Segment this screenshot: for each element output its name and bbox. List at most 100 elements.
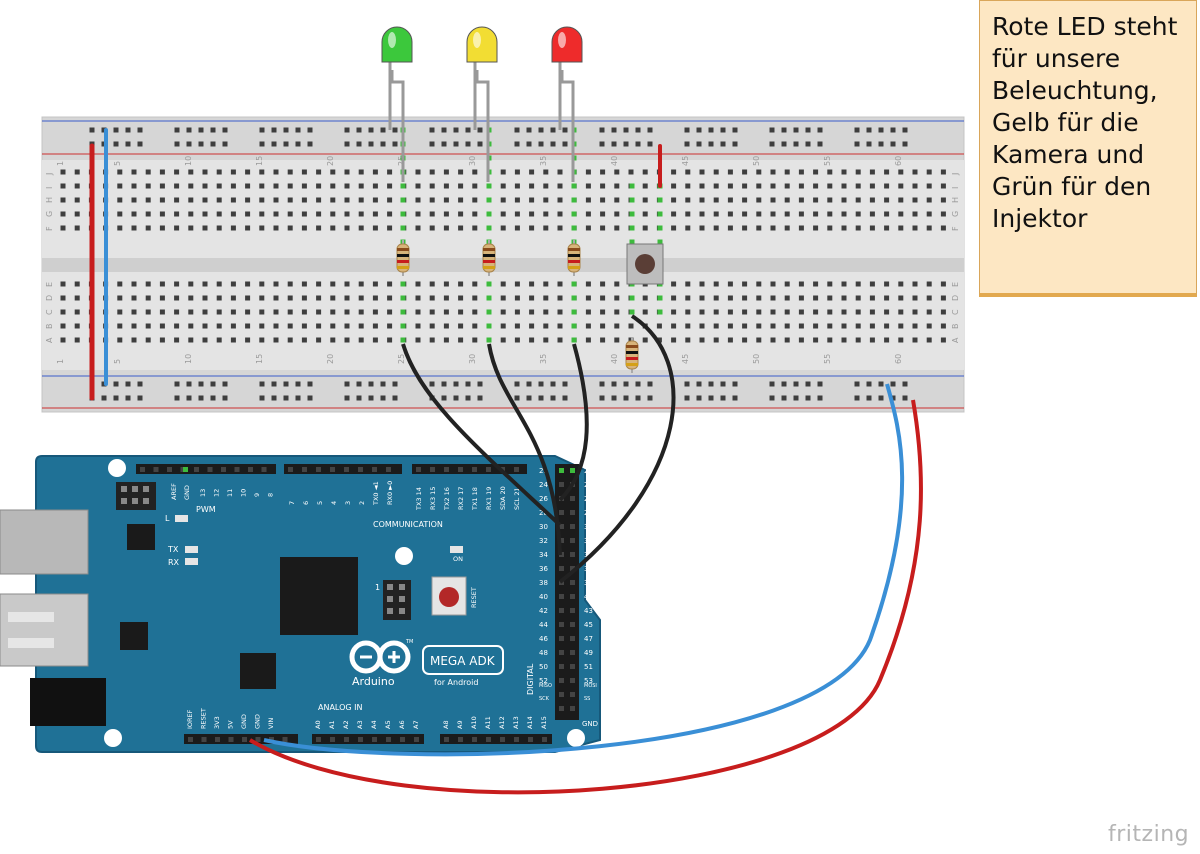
- breadboard-hole: [708, 141, 714, 147]
- breadboard-hole: [271, 381, 277, 387]
- breadboard-hole: [841, 183, 847, 189]
- breadboard-hole: [642, 309, 648, 315]
- breadboard-hole: [210, 141, 216, 147]
- breadboard-hole: [926, 309, 932, 315]
- breadboard-hole: [245, 169, 251, 175]
- pin-label: TX0 ◄1: [372, 481, 380, 506]
- pin-hole: [242, 737, 247, 742]
- breadboard-hole: [742, 169, 748, 175]
- breadboard-hole-active: [571, 309, 577, 315]
- breadboard-hole: [380, 395, 386, 401]
- column-number: 40: [610, 156, 619, 166]
- breadboard-hole: [647, 381, 653, 387]
- breadboard-hole: [159, 183, 165, 189]
- breadboard-hole: [685, 225, 691, 231]
- wire-black-red-led: [558, 343, 589, 502]
- pin-label: 46: [539, 635, 548, 643]
- pin-label: RESET: [200, 708, 208, 729]
- breadboard-hole: [117, 281, 123, 287]
- pin-hole: [458, 737, 463, 742]
- breadboard-hole: [890, 395, 896, 401]
- breadboard-hole: [458, 211, 464, 217]
- breadboard-hole-active: [400, 309, 406, 315]
- breadboard-hole: [344, 295, 350, 301]
- breadboard-hole: [600, 169, 606, 175]
- breadboard-hole: [926, 281, 932, 287]
- breadboard-hole: [529, 225, 535, 231]
- breadboard-hole: [912, 281, 918, 287]
- pin-label: RX3 15: [429, 487, 437, 510]
- components: [381, 26, 664, 373]
- breadboard-hole: [742, 281, 748, 287]
- breadboard-hole: [940, 295, 946, 301]
- breadboard-hole: [550, 127, 556, 133]
- breadboard-hole: [216, 309, 222, 315]
- pin-label: 49: [584, 649, 593, 657]
- breadboard-hole: [855, 197, 861, 203]
- pin-hole: [542, 737, 547, 742]
- pin-label: 24: [539, 481, 548, 489]
- breadboard-hole: [878, 395, 884, 401]
- breadboard-hole: [841, 337, 847, 343]
- breadboard-hole: [685, 323, 691, 329]
- breadboard-hole: [699, 211, 705, 217]
- breadboard-hole: [926, 183, 932, 189]
- breadboard-hole: [585, 183, 591, 189]
- pin-label-gnd: GND: [183, 485, 191, 500]
- breadboard-hole: [307, 395, 313, 401]
- breadboard-hole: [827, 295, 833, 301]
- breadboard-hole: [330, 323, 336, 329]
- breadboard-hole: [295, 127, 301, 133]
- column-number: 15: [255, 354, 264, 364]
- pin-hole: [330, 467, 335, 472]
- breadboard-hole: [60, 211, 66, 217]
- breadboard-hole: [813, 225, 819, 231]
- pin-hole: [514, 737, 519, 742]
- breadboard-hole: [841, 281, 847, 287]
- breadboard-hole: [898, 197, 904, 203]
- breadboard-hole: [307, 381, 313, 387]
- pin-label: 43: [584, 607, 593, 615]
- breadboard-hole: [912, 183, 918, 189]
- breadboard-hole: [940, 225, 946, 231]
- column-number: 55: [823, 354, 832, 364]
- breadboard-hole: [514, 169, 520, 175]
- pin-label: 13: [199, 489, 207, 497]
- breadboard-hole: [614, 323, 620, 329]
- breadboard-hole: [216, 295, 222, 301]
- breadboard-hole: [642, 197, 648, 203]
- breadboard-hole: [817, 395, 823, 401]
- breadboard-hole: [671, 211, 677, 217]
- breadboard-hole: [230, 281, 236, 287]
- pin-label: A4: [370, 720, 378, 729]
- pin-hole: [400, 737, 405, 742]
- breadboard-hole: [699, 309, 705, 315]
- breadboard-hole: [817, 381, 823, 387]
- breadboard-hole: [372, 295, 378, 301]
- breadboard-hole: [550, 141, 556, 147]
- pin-hole: [458, 467, 463, 472]
- breadboard-hole: [529, 211, 535, 217]
- breadboard-hole: [708, 127, 714, 133]
- breadboard-hole: [259, 337, 265, 343]
- breadboard-hole: [912, 295, 918, 301]
- breadboard-hole: [526, 127, 532, 133]
- breadboard-hole-active: [657, 309, 663, 315]
- breadboard-hole: [465, 381, 471, 387]
- digital-label: DIGITAL: [526, 663, 535, 695]
- breadboard-hole: [898, 211, 904, 217]
- breadboard-hole: [117, 225, 123, 231]
- breadboard-hole-active: [571, 197, 577, 203]
- breadboard-hole: [614, 281, 620, 287]
- breadboard-hole: [781, 127, 787, 133]
- breadboard-hole: [813, 337, 819, 343]
- led-rx: [185, 558, 198, 565]
- breadboard-hole: [543, 309, 549, 315]
- breadboard-hole: [458, 183, 464, 189]
- breadboard-hole: [769, 127, 775, 133]
- pin-label: RX2 17: [457, 487, 465, 510]
- yellow-led: [466, 26, 498, 63]
- breadboard-hole: [557, 309, 563, 315]
- breadboard-hole: [500, 323, 506, 329]
